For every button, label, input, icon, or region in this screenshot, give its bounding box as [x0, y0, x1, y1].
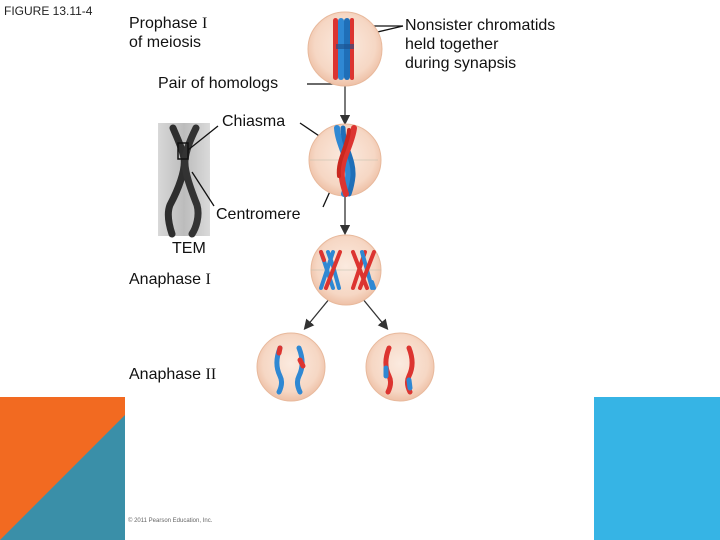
label-tem: TEM — [172, 240, 206, 257]
tem-micrograph — [158, 123, 210, 238]
blue-decor-block — [594, 397, 720, 540]
nonsister-line3: during synapsis — [405, 55, 517, 72]
cell-anaphase-2-right — [365, 332, 435, 402]
cell-anaphase-2-left — [256, 332, 326, 402]
label-anaphase-2: Anaphase II — [129, 365, 216, 384]
label-prophase: Prophase I of meiosis — [129, 14, 207, 52]
teal-decor-block — [0, 415, 125, 540]
prophase-line2: of meiosis — [129, 34, 202, 51]
slide-decoration — [0, 397, 720, 540]
cell-prophase — [307, 11, 383, 87]
anaphase2-numeral: II — [205, 366, 217, 383]
nonsister-line2: held together — [405, 36, 499, 53]
label-chiasma: Chiasma — [222, 113, 286, 130]
label-anaphase-1: Anaphase I — [129, 270, 211, 289]
label-centromere: Centromere — [216, 206, 301, 223]
figure-label: FIGURE 13.11-4 — [4, 4, 93, 18]
chiasma-box — [177, 142, 189, 160]
anaphase1-text: Anaphase — [129, 271, 202, 288]
label-pair-of-homologs: Pair of homologs — [158, 75, 279, 92]
flow-arrows — [303, 86, 389, 331]
prophase-numeral: I — [201, 15, 208, 32]
label-nonsister-chromatids: Nonsister chromatids held together durin… — [405, 16, 605, 73]
figure-panel — [125, 397, 594, 530]
anaphase1-numeral: I — [205, 271, 211, 288]
anaphase2-text: Anaphase — [129, 366, 202, 383]
nonsister-line1: Nonsister chromatids — [405, 17, 556, 34]
copyright-text: © 2011 Pearson Education, Inc. — [128, 518, 213, 524]
cell-crossing-over — [308, 123, 382, 197]
prophase-text: Prophase — [129, 15, 198, 32]
cell-anaphase-1 — [310, 234, 382, 306]
